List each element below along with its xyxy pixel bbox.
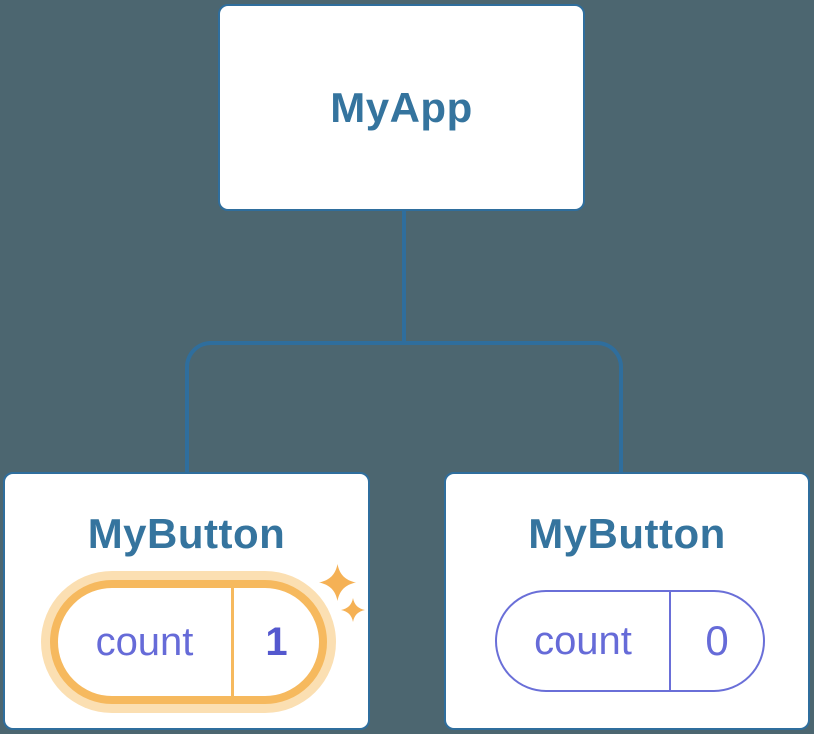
node-mybutton-initial: MyButton count 0	[444, 472, 810, 730]
state-value: 0	[705, 617, 729, 664]
state-value-cell: 1	[234, 588, 319, 696]
sparkle-icon	[341, 598, 365, 622]
sparkle-icon	[319, 564, 356, 601]
node-title: MyButton	[87, 510, 286, 557]
node-title: MyApp	[330, 83, 473, 131]
tree-connector-branch	[185, 341, 623, 472]
node-myapp: MyApp	[218, 4, 585, 211]
pill-divider	[669, 592, 671, 690]
node-title: MyButton	[528, 510, 726, 557]
state-pill: count 0	[495, 590, 765, 692]
state-key-label: count	[95, 619, 194, 664]
state-key-label: count	[534, 618, 632, 663]
node-mybutton-updated: MyButton count 1	[3, 472, 370, 730]
tree-connector-stem	[402, 210, 406, 344]
state-value-cell: 0	[671, 592, 763, 690]
state-pill-highlighted: count 1	[50, 580, 327, 704]
state-key-cell: count	[58, 588, 231, 696]
pill-divider	[231, 588, 234, 696]
state-key-cell: count	[497, 592, 669, 690]
state-value: 1	[265, 619, 288, 664]
